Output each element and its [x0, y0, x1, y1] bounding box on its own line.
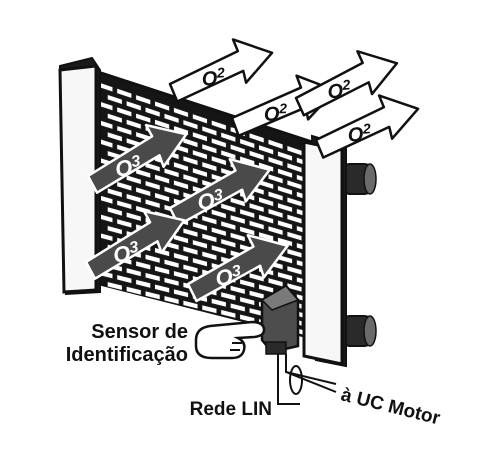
- o2-arrow: O2: [314, 94, 420, 159]
- engine-ecu-label: à UC Motor: [339, 384, 443, 429]
- o2-arrow-label: O2: [347, 120, 372, 147]
- pipe-upper: [339, 163, 377, 195]
- sensor-label-line1: Sensor de: [91, 321, 188, 343]
- o2-arrow-label: O2: [201, 64, 226, 91]
- lin-bus-label: Rede LIN: [190, 399, 272, 420]
- lin-cable: [277, 354, 337, 405]
- o2-arrow-label: O2: [326, 76, 352, 103]
- radiator-frame-right: [302, 134, 347, 368]
- pipe-lower: [339, 315, 377, 347]
- pointing-hand-icon: [194, 320, 266, 360]
- o2-arrow-label: O2: [263, 100, 287, 126]
- radiator-frame-left: [58, 56, 101, 296]
- o2-arrow: O2: [168, 38, 274, 103]
- o3-arrow: O3: [86, 123, 188, 194]
- sensor-label-line2: Identificação: [66, 344, 188, 366]
- identification-sensor: [260, 284, 300, 355]
